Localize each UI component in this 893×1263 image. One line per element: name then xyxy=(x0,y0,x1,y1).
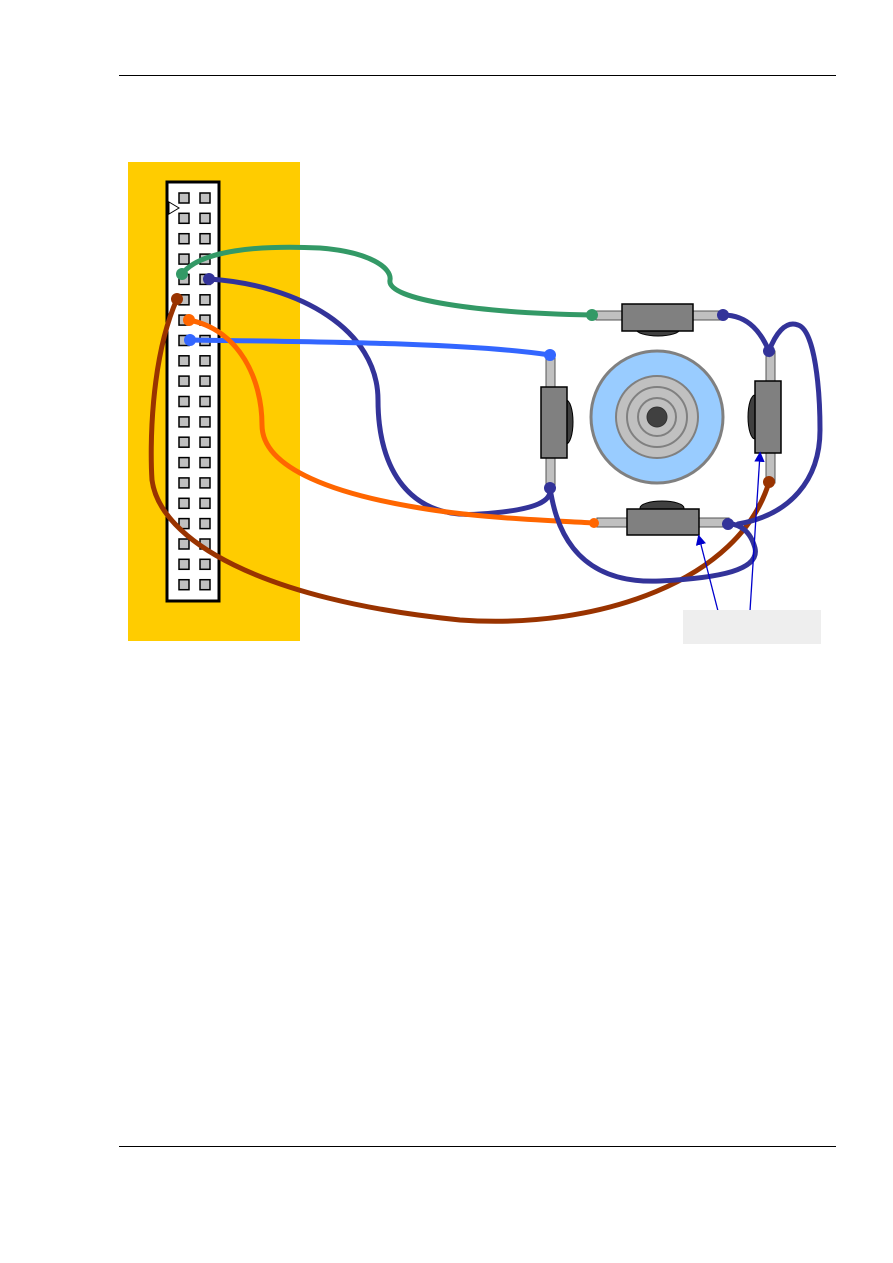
connector-pin xyxy=(199,395,211,408)
connector-pin xyxy=(199,497,211,510)
wire-green xyxy=(179,244,595,318)
connector-pins xyxy=(178,192,211,591)
header-rule xyxy=(119,75,836,76)
connector-pin xyxy=(178,192,190,204)
connector-pin xyxy=(178,395,190,408)
connector-pin xyxy=(178,375,190,387)
callout-arrow-right xyxy=(749,451,765,612)
connector-pin xyxy=(199,517,211,530)
sensor-top xyxy=(595,303,722,337)
connector-pin xyxy=(178,578,190,591)
connector-pin xyxy=(178,232,190,245)
ribbon-connector xyxy=(165,180,221,603)
connector-pin xyxy=(178,355,190,367)
callout-arrow-bottom xyxy=(695,534,719,612)
connector-pin xyxy=(199,375,211,387)
connector-pin xyxy=(178,212,190,225)
rotor-disc xyxy=(589,349,725,485)
connector-pin xyxy=(178,456,190,469)
connector-pin xyxy=(178,538,190,550)
callout-box xyxy=(683,610,821,644)
sensor-left xyxy=(540,355,574,489)
connector-pin xyxy=(178,517,190,530)
wire-light-blue xyxy=(187,337,553,358)
wire-brown xyxy=(148,296,772,624)
connector-pin xyxy=(199,192,211,204)
connector-pin xyxy=(178,477,190,489)
connector-pin xyxy=(178,416,190,428)
wire-orange xyxy=(186,317,597,526)
connector-pin xyxy=(199,436,211,448)
connector-pin xyxy=(199,355,211,367)
connector-pin xyxy=(199,456,211,469)
footer-rule xyxy=(119,1146,836,1147)
connector-pin xyxy=(178,497,190,510)
wire-dark-blue-b xyxy=(547,485,758,584)
connector-pin xyxy=(199,416,211,428)
sensor-bottom xyxy=(596,500,730,536)
triangle-pointer-icon xyxy=(168,201,180,215)
connector-pin xyxy=(178,436,190,448)
connector-pin xyxy=(178,253,190,265)
connector-pin xyxy=(199,294,211,306)
sensor-right xyxy=(747,350,782,484)
wire-dark-blue-c xyxy=(720,312,823,527)
connector-pin xyxy=(199,477,211,489)
wire-dark-blue-a xyxy=(206,276,553,517)
connector-pin xyxy=(199,558,211,571)
connector-pin xyxy=(178,558,190,571)
connector-pin xyxy=(199,578,211,591)
connector-pin xyxy=(199,212,211,225)
connector-pin xyxy=(199,232,211,245)
